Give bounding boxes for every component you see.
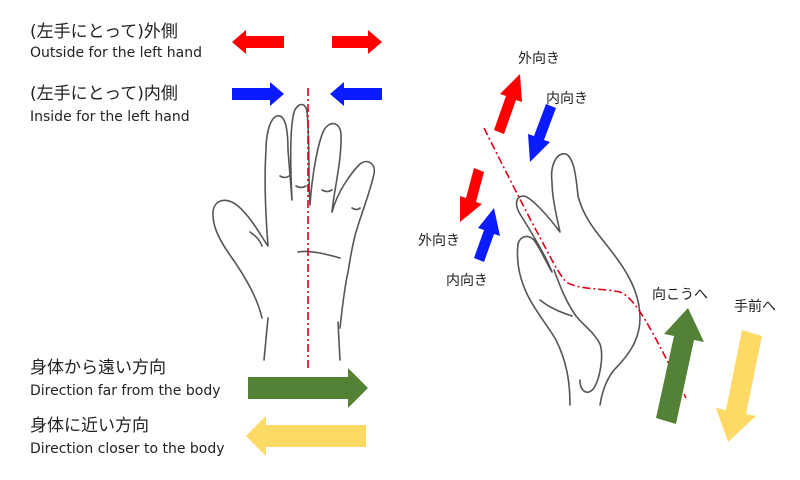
toward-self-arrow — [716, 330, 762, 442]
inward-label-upper: 内向き — [546, 91, 588, 107]
inside-arrow-right — [232, 82, 284, 106]
toward-far-arrow — [656, 308, 704, 424]
right-hand-palm-crease — [539, 299, 573, 317]
inward-arrow-upper — [528, 104, 556, 162]
left-hand-knuckle-4 — [351, 207, 361, 211]
closer-arrow — [246, 416, 366, 456]
left-hand-thumb-joint — [249, 231, 263, 247]
closer-label-jp: 身体に近い方向 — [30, 416, 149, 436]
outward-arrow-lower — [460, 168, 484, 222]
outside-arrow-right — [332, 30, 382, 54]
inward-arrow-lower — [474, 208, 500, 262]
far-arrow — [248, 368, 368, 408]
outward-label-lower: 外向き — [418, 233, 460, 249]
outward-label-upper: 外向き — [518, 51, 560, 67]
right-hand-thumb — [553, 269, 603, 393]
left-hand-outline — [212, 103, 376, 329]
right-hand-outline — [515, 153, 641, 406]
left-hand-knuckle-3 — [321, 189, 333, 193]
inside-arrow-left — [330, 82, 382, 106]
inside-label-jp: (左手にとって)内側 — [30, 84, 178, 104]
left-hand-wrist-line-2 — [337, 321, 341, 361]
left-hand-knuckle-1 — [279, 175, 290, 179]
toward-far-label: 向こうへ — [652, 287, 708, 303]
outside-label-en: Outside for the left hand — [30, 45, 202, 61]
outward-arrow-upper — [494, 74, 522, 134]
outside-label-jp: (左手にとって)外側 — [30, 22, 178, 42]
inward-label-lower: 内向き — [446, 273, 488, 289]
left-hand-wrist-line — [263, 317, 269, 361]
far-label-en: Direction far from the body — [30, 383, 221, 399]
closer-label-en: Direction closer to the body — [30, 441, 225, 457]
toward-self-label: 手前へ — [734, 299, 776, 315]
left-hand-knuckle-2 — [295, 185, 307, 189]
far-label-jp: 身体から遠い方向 — [30, 358, 166, 378]
right-center-axis — [483, 127, 687, 399]
outside-arrow-left — [232, 30, 284, 54]
inside-label-en: Inside for the left hand — [30, 109, 190, 125]
left-hand-palm-crease — [297, 250, 341, 259]
